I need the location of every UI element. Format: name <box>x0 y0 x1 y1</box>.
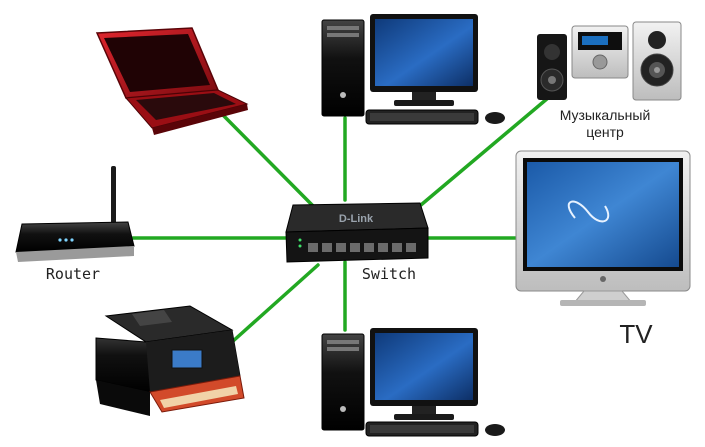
router-label: Router <box>46 265 100 283</box>
desktop-pc-bottom <box>322 328 505 436</box>
music-center-label-line1: Музыкальный <box>560 107 651 123</box>
network-switch: D-Link <box>286 203 428 262</box>
switch-brand-logo: D-Link <box>339 213 374 225</box>
link-printer <box>232 265 318 342</box>
link-laptop <box>215 107 322 215</box>
desktop-pc-top <box>322 14 505 124</box>
music-center <box>537 22 681 100</box>
router <box>16 166 134 262</box>
printer <box>96 306 244 416</box>
switch-label: Switch <box>362 265 416 283</box>
tv-label: TV <box>619 319 653 349</box>
music-center-label-line2: центр <box>586 124 624 140</box>
tv <box>516 151 690 306</box>
